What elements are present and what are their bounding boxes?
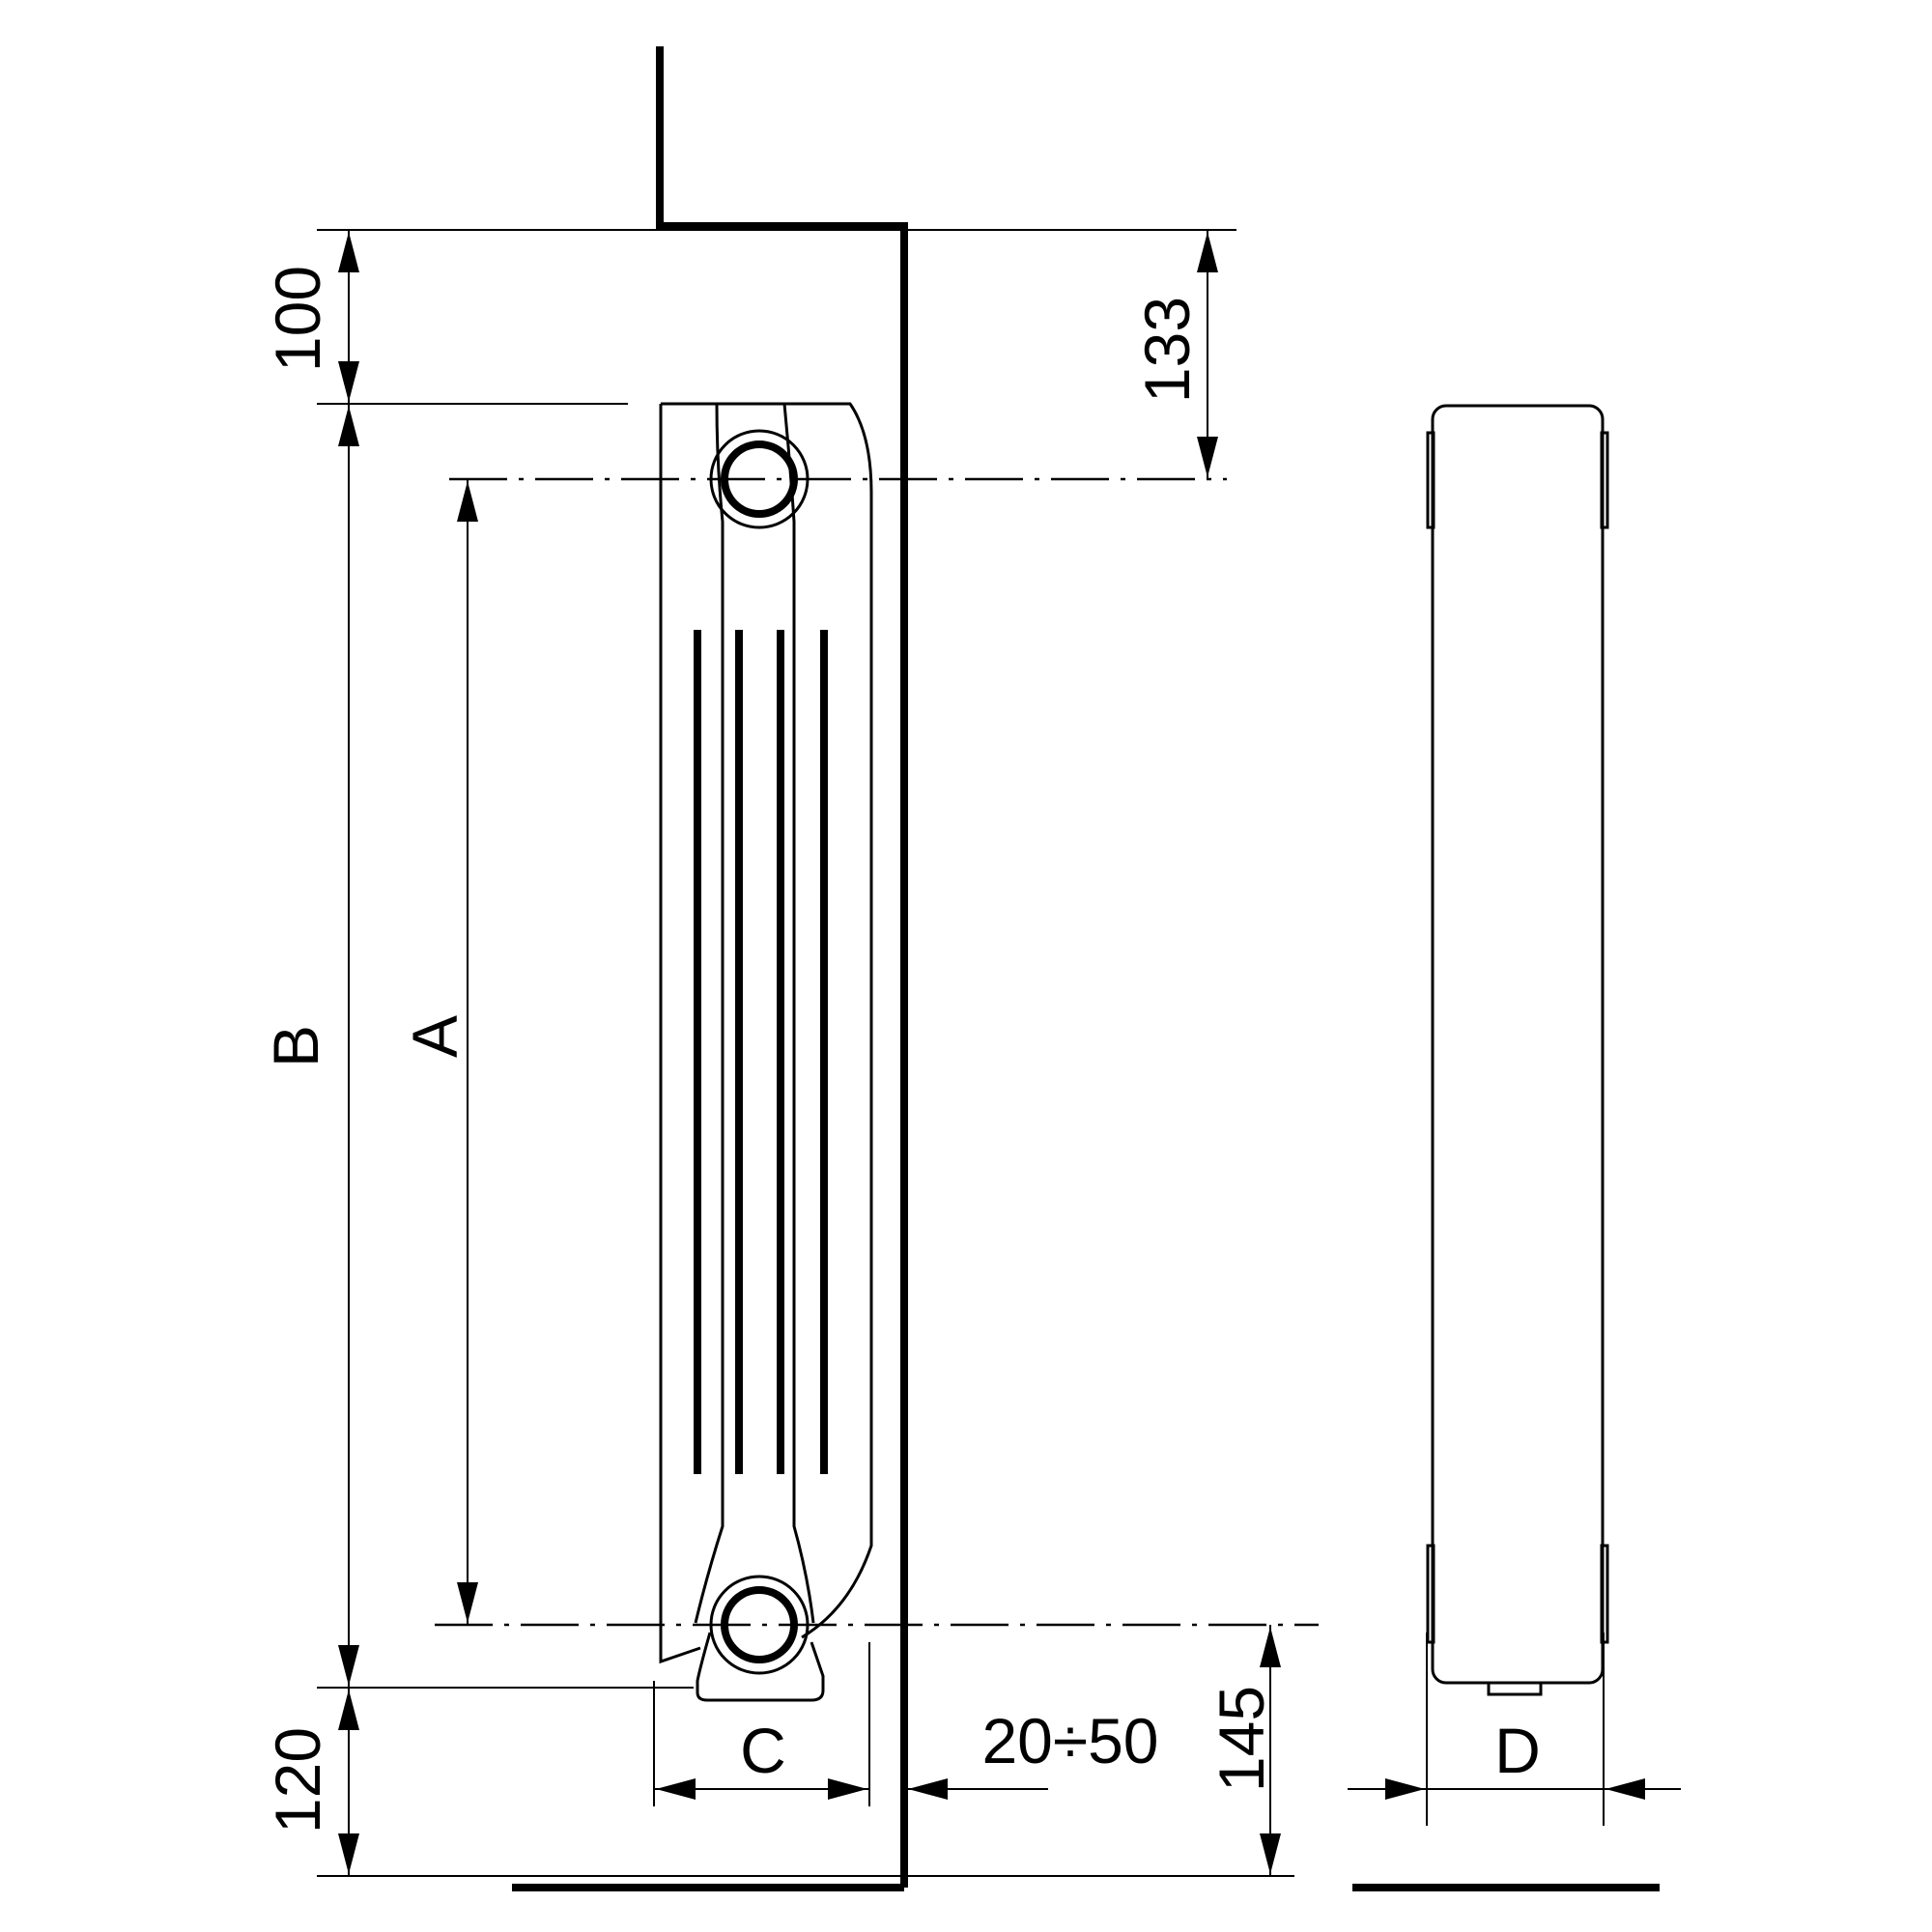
inlet-bore [721, 440, 798, 518]
extension-lines [317, 229, 1605, 1877]
label-a: A [399, 1015, 470, 1058]
label-120: 120 [262, 1727, 333, 1833]
radiator-side-view [1426, 404, 1609, 1696]
label-145: 145 [1206, 1686, 1277, 1792]
center-lines [435, 477, 1319, 1627]
radiator-section [659, 402, 873, 1702]
label-d: D [1494, 1715, 1541, 1786]
inlet-connection [709, 429, 810, 529]
outlet-connection [709, 1575, 810, 1675]
label-b: B [260, 1025, 331, 1067]
label-133: 133 [1131, 297, 1203, 403]
label-c: C [740, 1715, 786, 1786]
outlet-bore [721, 1586, 798, 1663]
dimension-lines [338, 230, 1681, 1876]
label-100: 100 [262, 266, 333, 372]
wall-outline [512, 46, 908, 1891]
label-wall-gap: 20÷50 [981, 1705, 1158, 1776]
